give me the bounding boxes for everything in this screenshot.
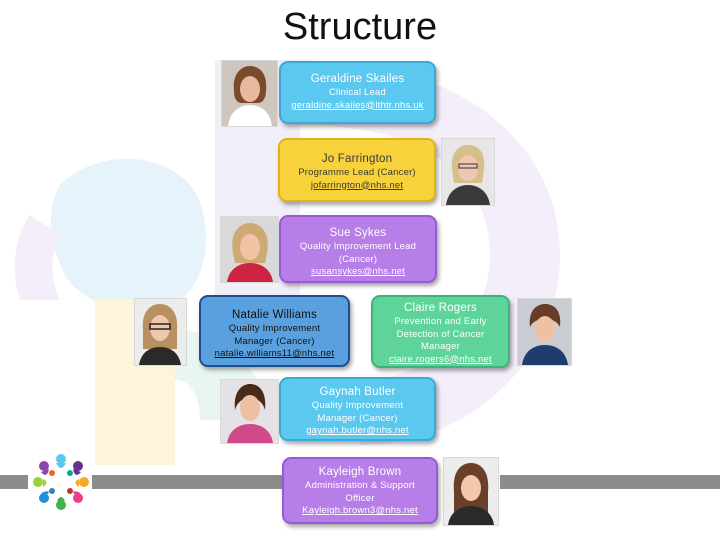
person-role: Quality Improvement Manager (Cancer)	[311, 400, 404, 424]
person-card-sue-sykes: Sue Sykes Quality Improvement Lead (Canc…	[279, 215, 437, 283]
portrait-photo-kayleigh-brown	[443, 457, 499, 526]
person-role: Administration & Support Officer	[305, 480, 415, 504]
person-name: Sue Sykes	[329, 227, 387, 239]
footer-bar-middle	[92, 475, 285, 489]
footer-bar-right	[500, 475, 720, 489]
person-card-claire-rogers: Claire Rogers Prevention and Early Detec…	[371, 295, 510, 368]
person-email[interactable]: Kayleigh.brown3@nhs.net	[302, 505, 418, 516]
person-email[interactable]: susansykes@nhs.net	[310, 266, 406, 277]
person-card-jo-farrington: Jo Farrington Programme Lead (Cancer) jo…	[278, 138, 436, 202]
person-role: Quality Improvement Lead (Cancer)	[299, 241, 417, 265]
person-email[interactable]: gaynah.butler@nhs.net	[306, 425, 409, 436]
person-role: Clinical Lead	[329, 87, 386, 98]
person-card-geraldine-skailes: Geraldine Skailes Clinical Lead geraldin…	[279, 61, 436, 124]
logo-icon	[33, 454, 89, 510]
person-role: Prevention and Early Detection of Cancer…	[394, 316, 487, 352]
person-name: Geraldine Skailes	[310, 73, 405, 85]
person-card-natalie-williams: Natalie Williams Quality Improvement Man…	[199, 295, 350, 367]
portrait-photo-jo-farrington	[441, 138, 495, 206]
person-name: Gaynah Butler	[319, 386, 396, 398]
page-title: Structure	[282, 6, 438, 48]
person-card-kayleigh-brown: Kayleigh Brown Administration & Support …	[282, 457, 438, 524]
person-role: Programme Lead (Cancer)	[298, 167, 416, 178]
person-name: Kayleigh Brown	[318, 466, 402, 478]
person-email[interactable]: claire.rogers6@nhs.net	[389, 353, 492, 365]
person-name: Natalie Williams	[232, 309, 317, 321]
portrait-photo-claire-rogers	[517, 298, 572, 366]
portrait-photo-geraldine-skailes	[221, 60, 278, 127]
person-email[interactable]: natalie.williams11@nhs.net	[214, 348, 335, 359]
portrait-photo-gaynah-butler	[220, 379, 279, 444]
person-card-gaynah-butler: Gaynah Butler Quality Improvement Manage…	[279, 377, 436, 441]
person-name: Jo Farrington	[321, 153, 393, 165]
footer-bar-left	[0, 475, 28, 489]
person-role: Quality Improvement Manager (Cancer)	[228, 323, 321, 347]
portrait-photo-natalie-williams	[134, 298, 187, 366]
portrait-photo-sue-sykes	[220, 216, 279, 283]
person-email[interactable]: geraldine.skailes@lthtr.nhs.uk	[291, 99, 424, 111]
person-email[interactable]: jofarrington@nhs.net	[310, 179, 404, 191]
person-name: Claire Rogers	[404, 302, 477, 314]
